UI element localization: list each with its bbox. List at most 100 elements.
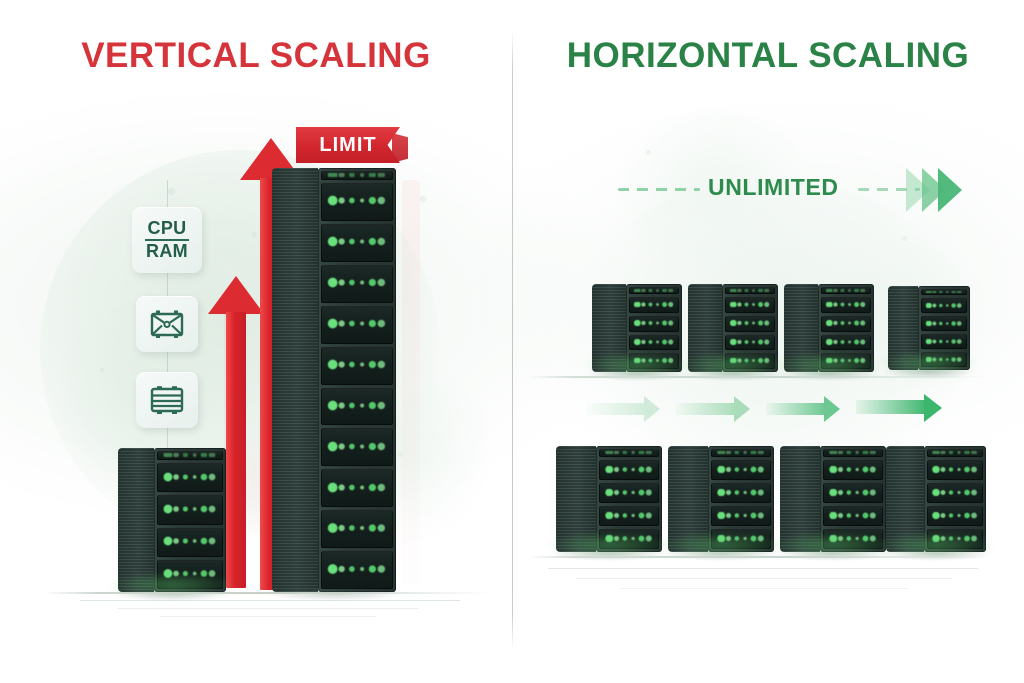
server-row-top-rack-4 [879,286,979,379]
rack-bay [711,449,771,457]
rack-bay [321,346,393,385]
rack-vent-panel [688,284,722,372]
ground-reflection [80,600,460,601]
arrow-shaft [226,312,246,588]
card-rule [145,239,189,241]
limit-badge-tail [392,133,408,163]
flow-arrow-4 [856,394,942,422]
rack-bay [725,334,775,351]
ram-label: RAM [146,241,188,261]
tall-server-tower [264,168,404,601]
rack-bay [321,510,393,549]
limit-badge: LIMIT [296,127,400,163]
rack-bay [711,506,771,526]
rack-bay [157,495,223,525]
rack-vent-panel [272,168,318,592]
rack-bay [599,483,659,503]
rack-bay [629,334,679,351]
unlimited-label: UNLIMITED [708,174,839,200]
card-connector [167,428,168,454]
rack-vent-panel [784,284,818,372]
rack-bay-column [318,168,396,592]
server-row-bottom-rack-3 [769,446,897,561]
rack-vent-panel [592,284,626,372]
flow-arrow-1 [586,396,660,422]
arrow-shaft [766,403,826,415]
storage-icon [150,386,184,414]
rack-bay [599,529,659,549]
rack-bay [629,353,679,369]
decor-speck [100,368,104,372]
rack-bay [599,506,659,526]
rack-bay [321,264,393,303]
rack-bay [927,483,983,503]
rack-bay [823,483,883,503]
rack-bay [725,297,775,313]
resource-card-storage [136,372,198,428]
rack-bay [921,298,967,313]
rack-bay [927,529,983,549]
rack-vent-panel [668,446,708,552]
right-chevron-icon [938,168,962,212]
rack-bay [821,297,871,313]
server-row-bottom-rack-2 [657,446,785,561]
rack-bay [823,506,883,526]
small-server [107,448,237,601]
rack-bay [821,353,871,369]
growth-arrow-short [208,276,264,588]
decor-speck [418,194,428,204]
server-row-top-rack-1 [583,284,691,381]
card-connector [167,273,168,297]
arrow-shaft [856,400,928,414]
rack-bay [921,316,967,331]
rack-bay [823,460,883,480]
rack-bay [321,223,393,262]
decor-speck [902,236,907,241]
rack-bay [157,463,223,493]
ground-reflection [548,568,978,569]
rack-bay [927,460,983,480]
rack-bay [599,460,659,480]
rack-bay [823,449,883,457]
flow-arrow-2 [676,396,750,422]
rack-bay [921,334,967,349]
rack-vent-panel [780,446,820,552]
cpu-label: CPU [147,217,187,238]
arrow-head-icon [734,396,750,422]
ground-reflection [160,616,376,617]
rack-bay-column [626,284,682,372]
rack-bay-column [918,286,970,370]
rack-bay [821,334,871,351]
server-row-bottom-rack-4 [876,446,996,561]
rack-bay [927,449,983,457]
resource-card-network [136,296,198,352]
decor-speck [646,150,651,155]
rack-vent-panel [118,448,154,592]
shelf-line-top [528,376,990,378]
rack-bay-column [818,284,874,372]
rack-bay-column [596,446,662,552]
dashed-line-right [858,188,920,191]
arrow-head-icon [824,396,840,422]
rack-vent-panel [888,286,918,370]
rack-vent-panel [556,446,596,552]
rack-bay [821,287,871,294]
rack-bay [321,387,393,426]
decor-speck [398,452,403,457]
rack-bay [321,428,393,467]
rack-bay [823,529,883,549]
server-row-bottom-rack-1 [545,446,673,561]
rack-bay [157,559,223,589]
rack-bay-column [708,446,774,552]
rack-bay [711,460,771,480]
card-connector [167,180,168,208]
rack-bay [629,287,679,294]
flow-arrow-3 [766,396,840,422]
rack-bay [725,353,775,369]
dashed-line-left [618,188,700,191]
arrow-glow [402,180,420,584]
rack-vent-panel [886,446,924,552]
ground-line [44,592,492,594]
unlimited-banner: UNLIMITED [600,168,962,212]
